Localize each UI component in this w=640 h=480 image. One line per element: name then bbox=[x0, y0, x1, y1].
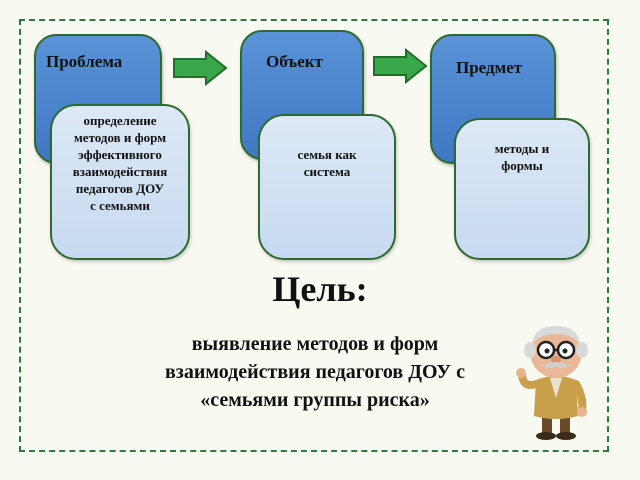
object-title: Объект bbox=[266, 52, 323, 71]
subject-title: Предмет bbox=[456, 58, 523, 77]
problem-title: Проблема bbox=[46, 52, 123, 71]
right-arrow-icon bbox=[173, 50, 228, 86]
goal-text: выявление методов и форм взаимодействия … bbox=[165, 333, 465, 411]
problem-detail-box: определение методов и форм эффективного … bbox=[50, 104, 190, 260]
subject-detail-box: методы и формы bbox=[454, 118, 590, 260]
dashed-frame bbox=[19, 19, 609, 452]
goal-title: Цель: bbox=[272, 269, 368, 309]
right-arrow-icon bbox=[373, 48, 428, 84]
grandpa-character-icon bbox=[516, 326, 588, 440]
object-detail-box: семья как система bbox=[258, 114, 396, 260]
